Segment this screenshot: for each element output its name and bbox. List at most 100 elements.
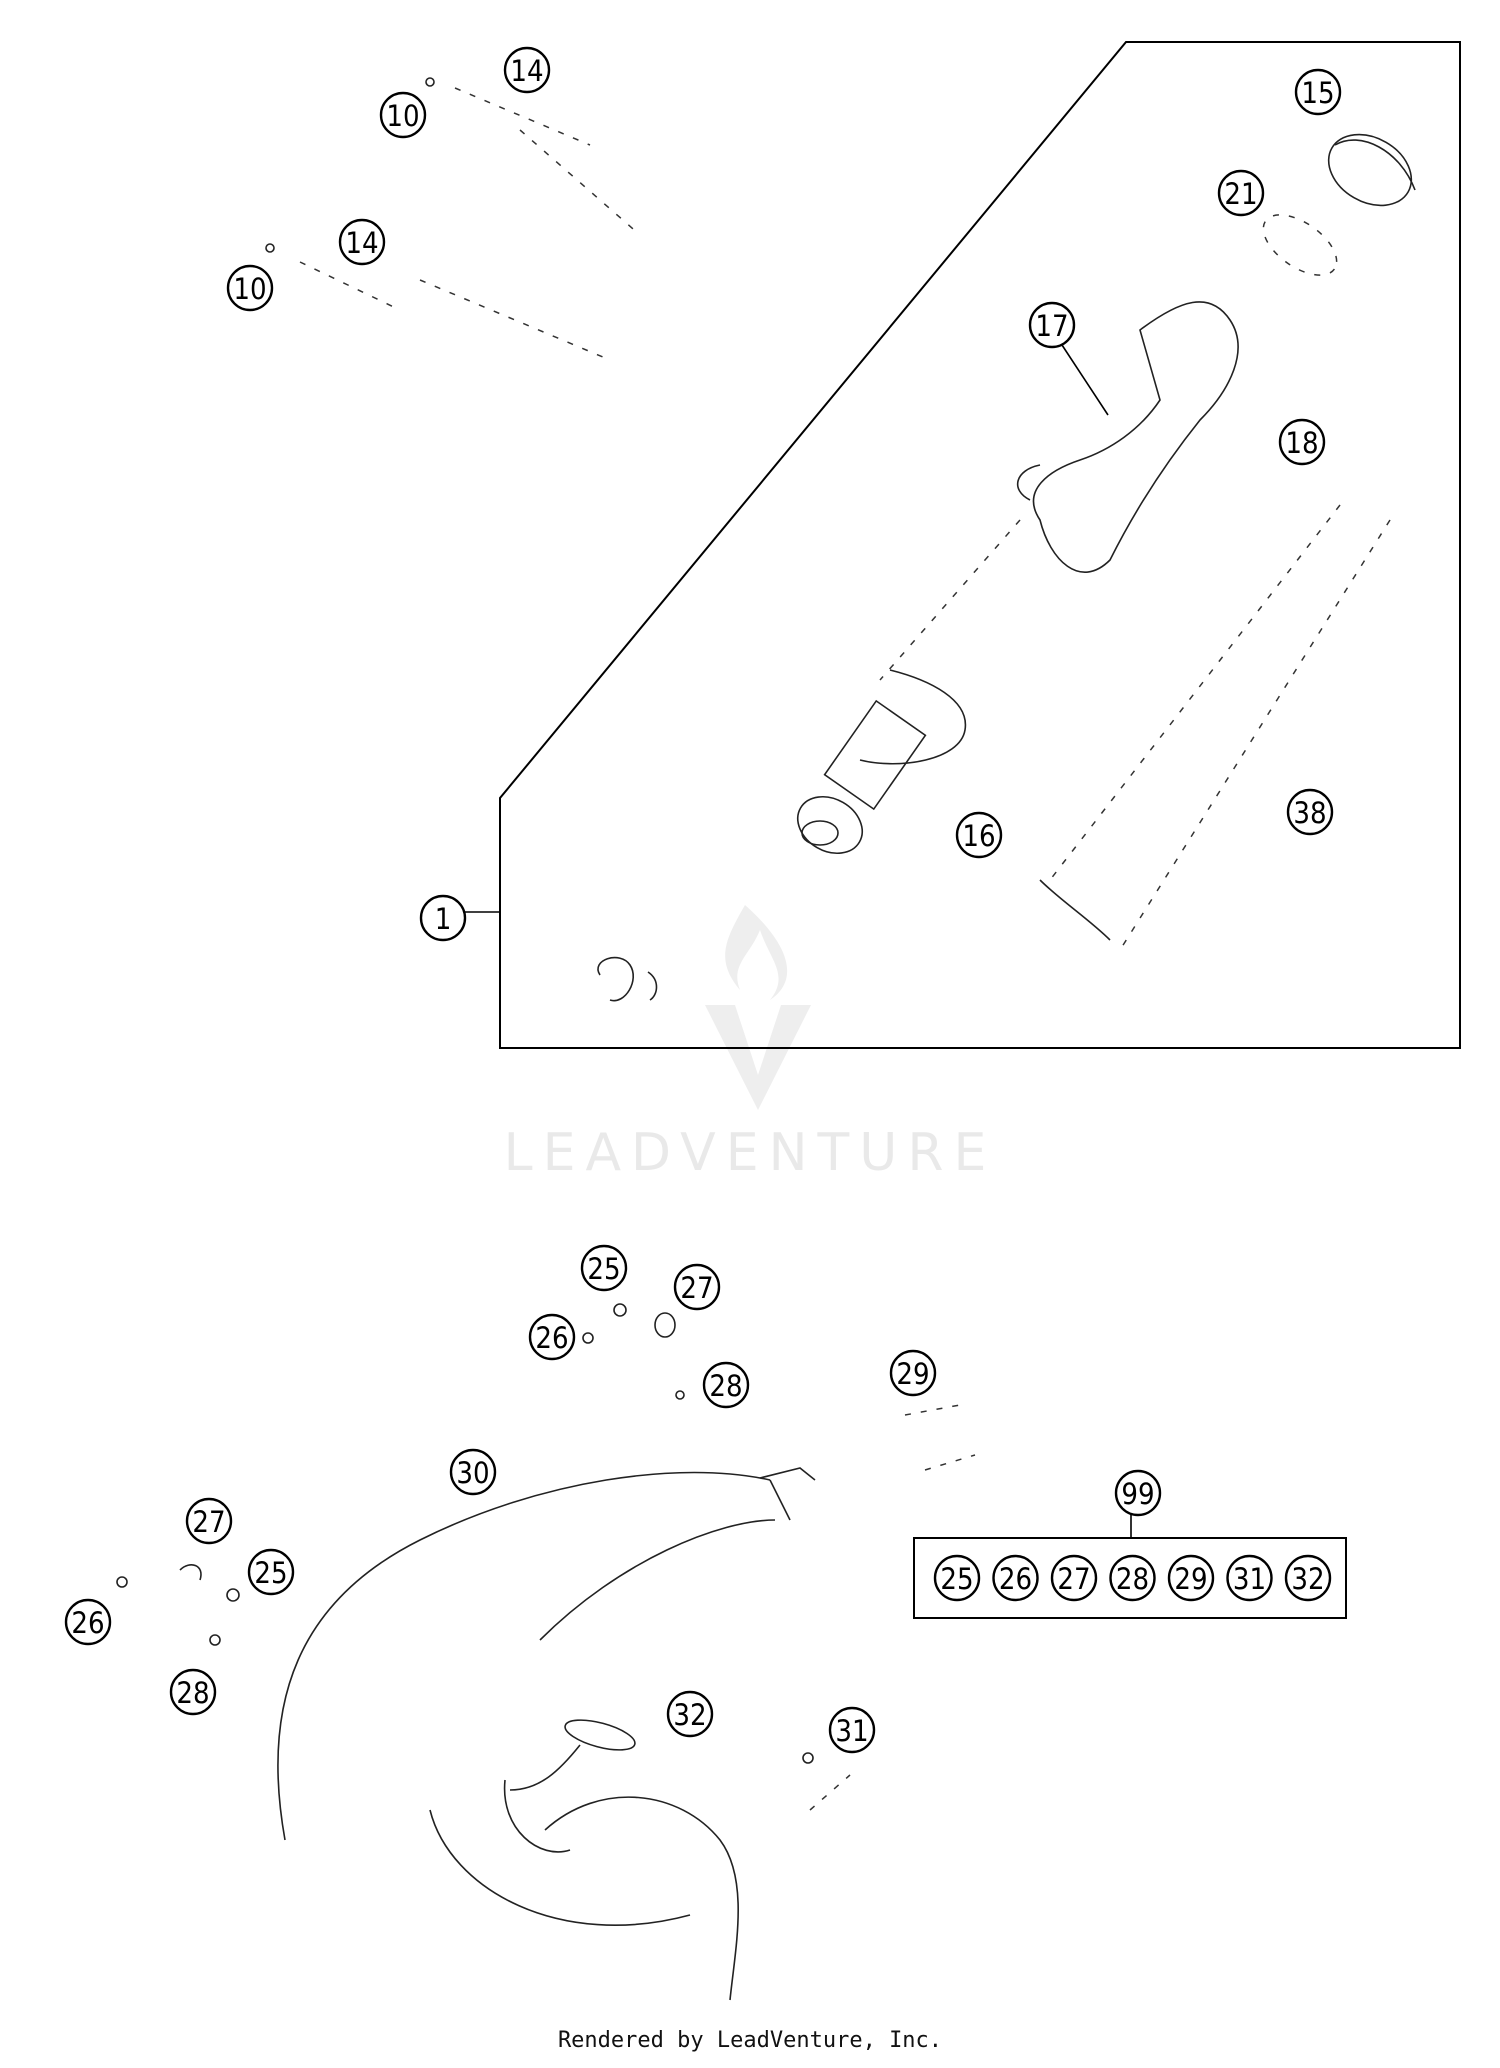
callout-28: 28 [169, 1668, 217, 1716]
callout-10: 10 [226, 264, 274, 312]
callout-circle [702, 1361, 750, 1409]
kit-item-29: 29 [1167, 1554, 1215, 1602]
callout-circle [1286, 788, 1334, 836]
kit-item-circle [933, 1554, 981, 1602]
callout-circle [666, 1690, 714, 1738]
callout-number: 16 [962, 819, 995, 853]
callout-number: 21 [1224, 177, 1257, 211]
callout-circle [503, 46, 551, 94]
callout-circle [169, 1668, 217, 1716]
callout-number: 30 [456, 1456, 489, 1490]
kit-item-number: 27 [1057, 1562, 1090, 1596]
callout-circle [1278, 418, 1326, 466]
kit-item-25: 25 [933, 1554, 981, 1602]
callout-28: 28 [702, 1361, 750, 1409]
callout-number: 38 [1293, 796, 1326, 830]
callout-26: 26 [528, 1313, 576, 1361]
callout-number: 25 [587, 1252, 620, 1286]
kit-item-number: 28 [1116, 1562, 1149, 1596]
kit-item-circle [1050, 1554, 1098, 1602]
callout-10: 10 [379, 91, 427, 139]
callout-27: 27 [185, 1497, 233, 1545]
callout-circle [673, 1263, 721, 1311]
callout-number: 27 [192, 1505, 225, 1539]
kit-item-28: 28 [1109, 1554, 1156, 1602]
callout-number: 26 [71, 1606, 104, 1640]
kit-item-number: 31 [1233, 1562, 1266, 1596]
leadventure-watermark: LEADVENTURE [504, 905, 997, 1183]
kit-item-circle [992, 1554, 1039, 1602]
callout-38: 38 [1286, 788, 1334, 836]
callout-1: 1 [419, 894, 467, 942]
callout-circle [185, 1497, 233, 1545]
kit-item-circle [1109, 1554, 1156, 1602]
kit-item-number: 29 [1174, 1562, 1207, 1596]
callout-circle [338, 218, 386, 266]
callout-number: 14 [510, 54, 543, 88]
callout-number: 26 [535, 1321, 568, 1355]
callout-27: 27 [673, 1263, 721, 1311]
callout-25: 25 [580, 1244, 628, 1292]
flame-chevron-logo-icon [705, 905, 811, 1110]
kit-item-number: 26 [999, 1562, 1032, 1596]
callout-29: 29 [889, 1349, 937, 1397]
callout-circle [449, 1448, 497, 1496]
callout-number: 29 [896, 1357, 929, 1391]
callout-number: 14 [345, 226, 378, 260]
callout-number: 15 [1301, 76, 1334, 110]
callout-30: 30 [449, 1448, 497, 1496]
callout-31: 31 [828, 1706, 876, 1754]
callout-25: 25 [247, 1548, 295, 1596]
kit-99-box [913, 1537, 1347, 1619]
callout-circle [226, 264, 274, 312]
callout-21: 21 [1217, 169, 1265, 217]
callout-number: 32 [673, 1698, 706, 1732]
callout-number: 10 [386, 99, 419, 133]
footer-credit: Rendered by LeadVenture, Inc. [557, 2028, 943, 2053]
kit-item-27: 27 [1050, 1554, 1098, 1602]
callout-number: 27 [680, 1271, 713, 1305]
watermark-brand-text: LEADVENTURE [504, 1123, 997, 1183]
callout-circle [1294, 68, 1342, 116]
callout-circle [1028, 301, 1076, 349]
callout-17: 17 [1028, 301, 1076, 349]
callout-number: 10 [233, 272, 266, 306]
callout-circle [828, 1706, 876, 1754]
hardware-parts-upper [582, 1303, 976, 1471]
callout-number: 25 [254, 1556, 287, 1590]
callout-number: 28 [709, 1369, 742, 1403]
callout-circle [580, 1244, 628, 1292]
callout-18: 18 [1278, 418, 1326, 466]
callout-number: 17 [1035, 309, 1068, 343]
bolt-parts-upper [265, 77, 641, 361]
callout-circle [528, 1313, 576, 1361]
kit-item-circle [1167, 1554, 1215, 1602]
leader-lines [462, 344, 1132, 1538]
kit-item-number: 32 [1291, 1562, 1324, 1596]
kit-99-contents: 25 26 27 28 29 31 32 [933, 1554, 1332, 1602]
callout-number: 18 [1285, 426, 1318, 460]
callout-number: 1 [435, 902, 452, 936]
callout-number: 99 [1121, 1477, 1154, 1511]
kit-item-31: 31 [1226, 1554, 1273, 1602]
hardware-parts-lower-left [116, 1564, 851, 1811]
callout-circle [419, 894, 467, 942]
kit-item-circle [1284, 1554, 1332, 1602]
kit-item-circle [1226, 1554, 1273, 1602]
callout-14: 14 [338, 218, 386, 266]
callout-number: 31 [835, 1714, 868, 1748]
callout-26: 26 [64, 1598, 112, 1646]
callout-circle [1114, 1469, 1162, 1517]
callout-99: 99 [1114, 1469, 1162, 1517]
callout-32: 32 [666, 1690, 714, 1738]
callout-15: 15 [1294, 68, 1342, 116]
kit-item-32: 32 [1284, 1554, 1332, 1602]
callout-circle [64, 1598, 112, 1646]
kit-item-26: 26 [992, 1554, 1039, 1602]
callout-circle [247, 1548, 295, 1596]
silencer-parts [597, 133, 1416, 1002]
kit-item-number: 25 [940, 1562, 973, 1596]
callout-16: 16 [955, 811, 1003, 859]
